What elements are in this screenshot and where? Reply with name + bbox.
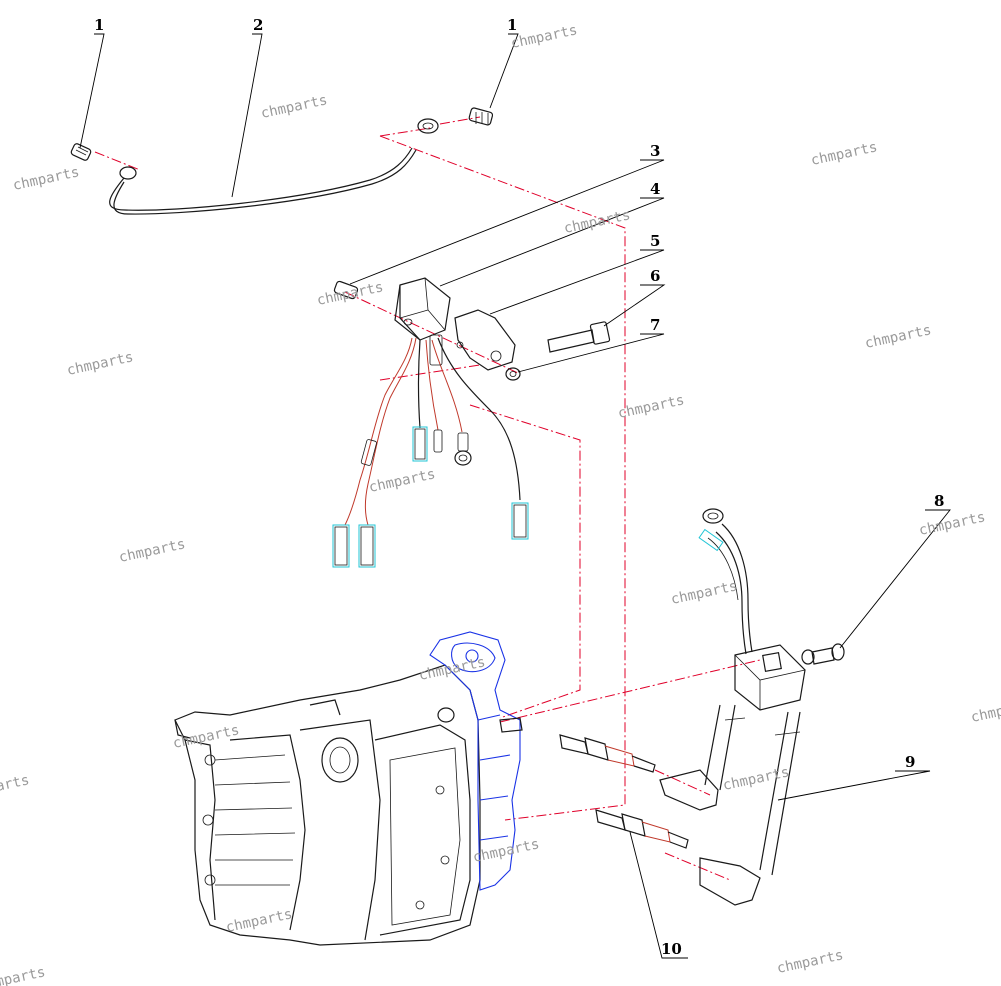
callout-3: 3 (650, 142, 660, 160)
callout-6: 6 (650, 267, 660, 285)
watermark: chmparts (670, 578, 739, 608)
watermark: chmparts (810, 139, 879, 169)
watermark: chmparts (510, 22, 579, 52)
callout-9: 9 (905, 753, 915, 771)
callout-10: 10 (661, 940, 682, 958)
module-wire-harness (344, 334, 521, 526)
watermark: chmparts (172, 722, 241, 752)
callout-5: 5 (650, 232, 660, 250)
part-1-bolt-right (468, 107, 494, 126)
watermark: chmparts (472, 836, 541, 866)
callout-labels: 1 2 1 3 4 5 6 7 8 9 10 (94, 16, 944, 958)
part-7-nut (505, 367, 521, 381)
part-10-spark-plugs (559, 734, 689, 849)
callout-1-right: 1 (507, 16, 517, 34)
watermark: chmparts (368, 466, 437, 496)
highlighted-cylinder-head (429, 631, 523, 891)
callout-7: 7 (650, 316, 660, 334)
centerlines (94, 116, 761, 881)
part-9-ignition-coil (659, 508, 806, 906)
part-8-bolt (801, 643, 845, 665)
watermark: chmparts (776, 947, 845, 977)
callout-1-left: 1 (94, 16, 104, 34)
watermark: chmparts (12, 164, 81, 194)
watermark: chmparts (118, 536, 187, 566)
watermark: chmparts (970, 696, 1001, 726)
part-4-ignition-module (394, 277, 451, 341)
watermark: chmparts (918, 509, 987, 539)
part-6-long-bolt (547, 321, 611, 353)
engine-block (174, 664, 481, 946)
part-5-bracket (454, 309, 516, 371)
watermark: chmparts (563, 207, 632, 237)
watermark: chmparts (260, 92, 329, 122)
watermark: chmparts (722, 764, 791, 794)
watermark: chmparts (0, 772, 31, 802)
watermark: chmparts (864, 322, 933, 352)
callout-4: 4 (650, 180, 660, 198)
watermark: chmparts (225, 906, 294, 936)
part-2-ground-wire (109, 118, 439, 215)
watermark: chmparts (66, 349, 135, 379)
callout-leaders (79, 33, 951, 959)
callout-2: 2 (253, 16, 263, 34)
watermark: chmparts (0, 964, 47, 986)
part-1-bolt-left (70, 143, 92, 161)
connectors (332, 426, 529, 568)
callout-8: 8 (934, 492, 944, 510)
part-3-screw (333, 280, 359, 300)
watermarks: chmparts chmparts chmparts chmparts chmp… (0, 22, 1001, 986)
watermark: chmparts (617, 392, 686, 422)
